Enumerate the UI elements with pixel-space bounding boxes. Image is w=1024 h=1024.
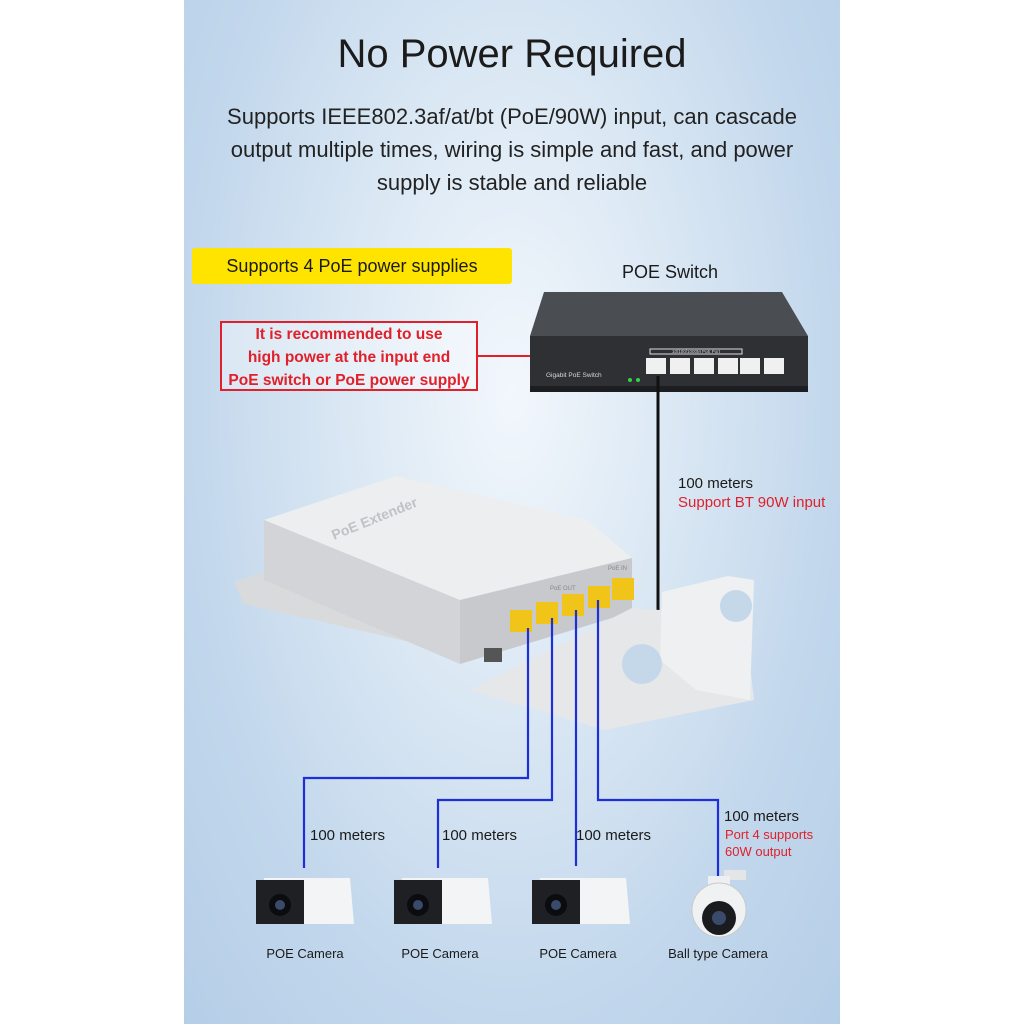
recommendation-line-3: PoE switch or PoE power supply bbox=[228, 372, 470, 389]
camera-3-image bbox=[532, 878, 630, 924]
ball-camera-caption: Ball type Camera bbox=[668, 946, 768, 961]
page-title: No Power Required bbox=[337, 32, 687, 76]
cable-2-distance: 100 meters bbox=[442, 827, 518, 844]
diagram-graphics: Gigabit PoE Switch 10/100/1000M PoE Port… bbox=[234, 292, 808, 938]
cable-port-4 bbox=[596, 600, 720, 880]
cable-port-2 bbox=[436, 618, 554, 868]
port-4-note-line-2: 60W output bbox=[725, 844, 792, 859]
poe-switch-image bbox=[530, 292, 808, 392]
switch-ports-text: 10/100/1000M PoE Port bbox=[672, 349, 721, 354]
uplink-distance: 100 meters bbox=[678, 475, 754, 492]
switch-label: POE Switch bbox=[622, 262, 719, 282]
recommendation-line-2: high power at the input end bbox=[247, 349, 451, 366]
cable-1-distance: 100 meters bbox=[310, 827, 386, 844]
recommendation-box: It is recommended to use high power at t… bbox=[220, 321, 478, 391]
extender-out-label: PoE OUT bbox=[550, 586, 576, 592]
uplink-note: Support BT 90W input bbox=[678, 494, 826, 511]
feature-badge: Supports 4 PoE power supplies bbox=[192, 248, 512, 284]
camera-3-caption: POE Camera bbox=[539, 946, 617, 961]
cable-port-1 bbox=[302, 628, 530, 868]
poe-extender-image bbox=[234, 476, 754, 730]
camera-2-caption: POE Camera bbox=[401, 946, 479, 961]
cable-3-distance: 100 meters bbox=[576, 827, 652, 844]
cable-4-distance: 100 meters bbox=[724, 808, 800, 825]
recommendation-line-1: It is recommended to use bbox=[255, 326, 443, 343]
camera-1-image bbox=[256, 878, 354, 924]
extender-in-label: PoE IN bbox=[608, 566, 627, 572]
camera-1-caption: POE Camera bbox=[266, 946, 344, 961]
product-panel: No Power Required Supports IEEE802.3af/a… bbox=[184, 0, 840, 1024]
page-subtitle: Supports IEEE802.3af/at/bt (PoE/90W) inp… bbox=[227, 104, 797, 195]
ball-camera-image bbox=[691, 870, 747, 938]
port-4-note-line-1: Port 4 supports bbox=[725, 827, 814, 842]
output-cables bbox=[302, 600, 720, 880]
camera-2-image bbox=[394, 878, 492, 924]
switch-brand-text: Gigabit PoE Switch bbox=[546, 372, 602, 379]
